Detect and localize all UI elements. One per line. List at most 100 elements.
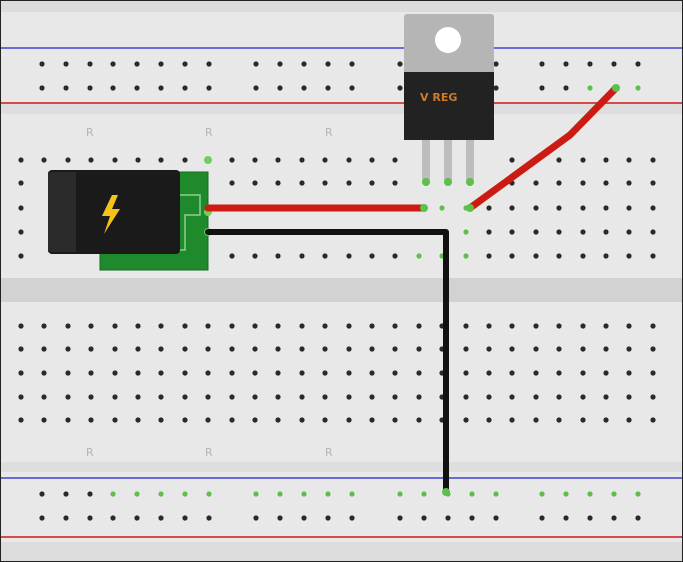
breadboard-hole bbox=[325, 515, 331, 521]
breadboard-hole bbox=[158, 491, 164, 497]
breadboard-hole bbox=[603, 370, 609, 376]
regulator-leg-end bbox=[422, 178, 430, 186]
breadboard-hole bbox=[39, 491, 45, 497]
breadboard-hole bbox=[416, 346, 422, 352]
breadboard-hole bbox=[486, 205, 492, 211]
breadboard-hole bbox=[112, 417, 118, 423]
breadboard-hole bbox=[603, 323, 609, 329]
breadboard-hole bbox=[587, 85, 593, 91]
breadboard-hole bbox=[533, 205, 539, 211]
breadboard-hole bbox=[533, 417, 539, 423]
breadboard-hole bbox=[556, 394, 562, 400]
breadboard-hole bbox=[135, 157, 141, 163]
breadboard-hole bbox=[556, 180, 562, 186]
breadboard-hole bbox=[252, 417, 258, 423]
breadboard-hole bbox=[650, 205, 656, 211]
breadboard-hole bbox=[252, 370, 258, 376]
breadboard-hole bbox=[110, 491, 116, 497]
breadboard-hole bbox=[416, 370, 422, 376]
breadboard-hole bbox=[463, 370, 469, 376]
breadboard-hole bbox=[635, 61, 641, 67]
wire-end bbox=[466, 204, 474, 212]
breadboard-hole bbox=[229, 323, 235, 329]
breadboard-hole bbox=[650, 394, 656, 400]
breadboard-hole bbox=[205, 323, 211, 329]
breadboard-hole bbox=[392, 417, 398, 423]
breadboard-hole bbox=[252, 394, 258, 400]
breadboard-hole bbox=[112, 323, 118, 329]
breadboard-hole bbox=[277, 85, 283, 91]
breadboard-hole bbox=[603, 157, 609, 163]
breadboard-hole bbox=[416, 253, 422, 259]
breadboard-hole bbox=[611, 61, 617, 67]
breadboard-hole bbox=[346, 417, 352, 423]
breadboard-hole bbox=[603, 417, 609, 423]
breadboard-hole bbox=[322, 370, 328, 376]
breadboard-hole bbox=[563, 85, 569, 91]
breadboard-hole bbox=[626, 229, 632, 235]
breadboard-hole bbox=[182, 515, 188, 521]
breadboard-hole bbox=[325, 491, 331, 497]
breadboard-hole bbox=[41, 157, 47, 163]
breadboard-hole bbox=[18, 180, 24, 186]
regulator-leg bbox=[422, 140, 430, 180]
breadboard-hole bbox=[635, 515, 641, 521]
row-label: R bbox=[325, 126, 333, 139]
black-wire-ground[interactable] bbox=[205, 229, 449, 495]
breadboard-hole bbox=[533, 370, 539, 376]
breadboard-hole bbox=[277, 61, 283, 67]
breadboard-hole bbox=[486, 346, 492, 352]
breadboard-hole bbox=[18, 229, 24, 235]
voltage-regulator[interactable]: V REG bbox=[404, 14, 494, 186]
breadboard-hole bbox=[135, 346, 141, 352]
breadboard-hole bbox=[369, 417, 375, 423]
breadboard-hole bbox=[135, 370, 141, 376]
breadboard-hole bbox=[580, 253, 586, 259]
breadboard-hole bbox=[603, 253, 609, 259]
breadboard-hole bbox=[486, 323, 492, 329]
breadboard-hole bbox=[539, 61, 545, 67]
breadboard-hole bbox=[299, 346, 305, 352]
breadboard-hole bbox=[322, 253, 328, 259]
breadboard-hole bbox=[580, 180, 586, 186]
breadboard-hole bbox=[110, 515, 116, 521]
breadboard-hole bbox=[650, 253, 656, 259]
breadboard-hole bbox=[252, 346, 258, 352]
breadboard-hole bbox=[110, 61, 116, 67]
breadboard-hole bbox=[509, 394, 515, 400]
breadboard-hole bbox=[229, 417, 235, 423]
breadboard-hole bbox=[322, 394, 328, 400]
breadboard-hole bbox=[463, 323, 469, 329]
breadboard-hole bbox=[392, 253, 398, 259]
red-wire-output[interactable] bbox=[466, 84, 620, 212]
regulator-leg bbox=[466, 140, 474, 180]
row-label: R bbox=[86, 446, 94, 459]
breadboard-hole bbox=[275, 323, 281, 329]
breadboard-hole bbox=[445, 515, 451, 521]
breadboard-hole bbox=[275, 346, 281, 352]
breadboard-hole bbox=[253, 61, 259, 67]
breadboard-hole bbox=[39, 515, 45, 521]
breadboard-hole bbox=[539, 491, 545, 497]
breadboard-hole bbox=[603, 229, 609, 235]
breadboard-hole bbox=[626, 417, 632, 423]
breadboard-hole bbox=[88, 157, 94, 163]
breadboard-hole bbox=[41, 370, 47, 376]
breadboard-hole bbox=[580, 370, 586, 376]
breadboard-hole bbox=[299, 157, 305, 163]
breadboard-hole bbox=[626, 394, 632, 400]
breadboard-hole bbox=[469, 515, 475, 521]
row-label: R bbox=[205, 126, 213, 139]
breadboard-hole bbox=[626, 346, 632, 352]
breadboard-hole bbox=[18, 417, 24, 423]
breadboard-hole bbox=[112, 370, 118, 376]
breadboard-hole bbox=[65, 346, 71, 352]
breadboard-hole bbox=[469, 491, 475, 497]
breadboard-hole bbox=[626, 180, 632, 186]
breadboard-hole bbox=[587, 515, 593, 521]
dc-barrel-jack[interactable] bbox=[48, 156, 212, 271]
breadboard-hole bbox=[205, 370, 211, 376]
breadboard-hole bbox=[135, 417, 141, 423]
breadboard-hole bbox=[299, 323, 305, 329]
breadboard-hole bbox=[205, 417, 211, 423]
